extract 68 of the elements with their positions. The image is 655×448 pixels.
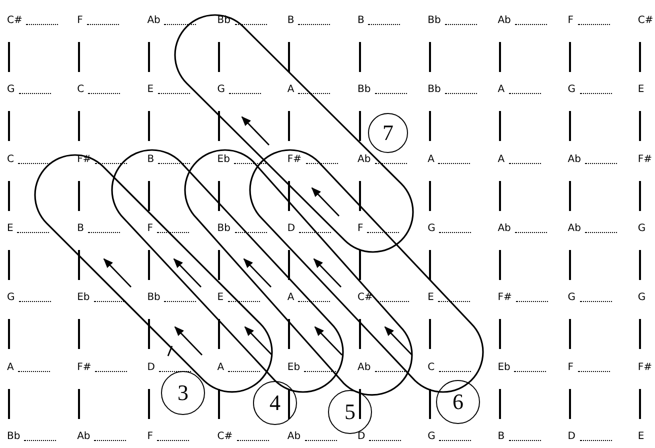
note-name: Ab <box>77 430 90 443</box>
note-name: Bb <box>428 84 441 96</box>
note-name: Eb <box>498 362 510 374</box>
note-name: Ab <box>498 15 511 27</box>
note-name: F# <box>638 154 652 166</box>
note-name: Ab <box>498 222 511 235</box>
note-name: F <box>568 362 574 374</box>
note-name: B <box>358 15 364 27</box>
note-name: Bb <box>217 15 231 27</box>
note-name: F# <box>287 154 302 166</box>
note-name: E <box>217 292 224 304</box>
note-name: D <box>147 362 155 374</box>
note-name: D <box>568 430 576 443</box>
note-name: C# <box>358 292 373 304</box>
note-name: G <box>217 84 226 96</box>
note-name: F# <box>498 292 512 304</box>
note-name: G <box>638 292 646 304</box>
note-name: B <box>287 15 294 27</box>
note-name: F# <box>638 362 652 374</box>
note-name: A <box>217 362 224 374</box>
note-name: C# <box>7 15 22 27</box>
note-name: Bb <box>217 222 231 235</box>
note-name: B <box>77 222 84 235</box>
note-name: C# <box>638 15 654 27</box>
note-name: E <box>7 222 14 235</box>
note-name: Bb <box>7 430 20 443</box>
note-name: E <box>428 292 434 304</box>
note-name: C <box>7 154 14 166</box>
note-name: B <box>147 154 154 166</box>
note-name: A <box>287 292 294 304</box>
note-name: A <box>498 84 505 96</box>
note-name: G <box>7 292 15 304</box>
note-name: F <box>147 430 153 443</box>
note-name: F <box>147 222 153 235</box>
note-name: Eb <box>217 154 230 166</box>
note-name: E <box>638 430 644 443</box>
note-name: B <box>498 430 505 443</box>
note-name: F <box>568 15 574 27</box>
note-name: F# <box>77 362 92 374</box>
note-name: C <box>77 84 84 96</box>
note-name: C <box>428 362 435 374</box>
note-name: Ab <box>358 362 371 374</box>
note-name: E <box>638 84 644 96</box>
note-name: D <box>287 222 296 235</box>
note-name: G <box>428 430 436 443</box>
note-name: A <box>428 154 434 166</box>
note-name: Ab <box>358 154 371 166</box>
note-name: Bb <box>358 84 371 96</box>
note-name: Ab <box>147 15 160 27</box>
note-name: A <box>287 84 294 96</box>
note-name: F <box>77 15 83 27</box>
note-name: Bb <box>147 292 160 304</box>
note-name: G <box>428 222 436 235</box>
note-name: Ab <box>568 154 581 166</box>
note-name: Eb <box>287 362 300 374</box>
note-name: C# <box>217 430 233 443</box>
note-name: G <box>568 84 576 96</box>
note-name: F <box>358 222 364 235</box>
note-name: G <box>638 222 646 235</box>
note-name: Ab <box>568 222 581 235</box>
note-name: E <box>147 84 154 96</box>
note-name: Ab <box>287 430 301 443</box>
note-name: Bb <box>428 15 441 27</box>
note-name: G <box>7 84 15 96</box>
note-name: Eb <box>77 292 90 304</box>
note-name: A <box>7 362 14 374</box>
note-name: G <box>568 292 576 304</box>
note-name: A <box>498 154 505 166</box>
